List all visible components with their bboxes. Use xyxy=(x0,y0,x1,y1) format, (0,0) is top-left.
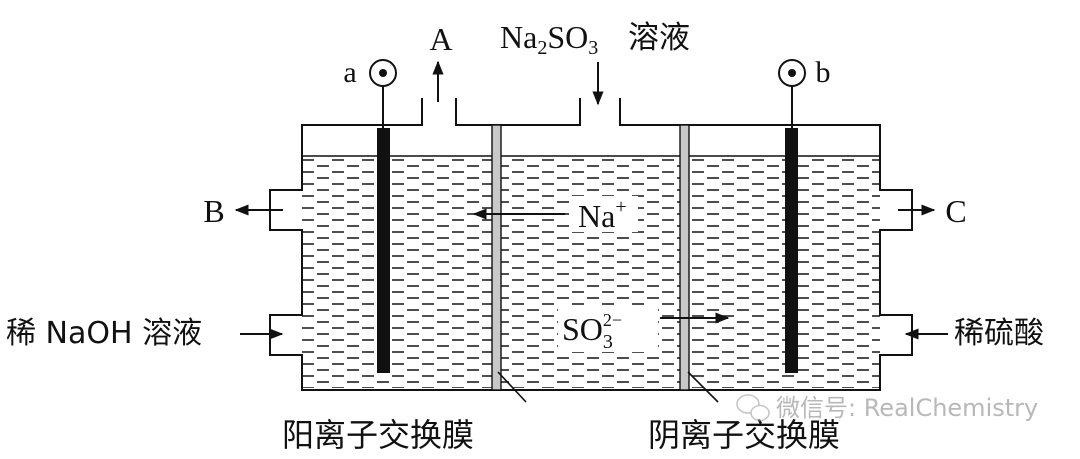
electrode-b-label: b xyxy=(816,56,831,89)
outlet-c-label: C xyxy=(945,193,966,229)
cation-label-bg xyxy=(572,196,638,232)
watermark-text: 微信号: RealChemistry xyxy=(776,394,1038,422)
outlet-b-label: B xyxy=(203,193,224,229)
electrode-b xyxy=(785,128,798,373)
wechat-icon xyxy=(736,394,770,422)
anion-membrane-leader xyxy=(687,371,719,403)
electrode-a-label: a xyxy=(343,56,356,89)
sulfite-inlet-label: Na2SO3 xyxy=(500,19,598,59)
anion-label-bg xyxy=(558,306,658,352)
cation-label: Na+ xyxy=(578,196,627,234)
tank-outline xyxy=(269,98,913,391)
anion-exchange-membrane xyxy=(679,124,690,391)
anion-membrane-label: 阴离子交换膜 xyxy=(648,416,840,454)
outlet-a-label: A xyxy=(429,21,452,57)
acid-inlet-label: 稀硫酸 xyxy=(954,316,1044,351)
terminal-b-icon xyxy=(778,59,806,87)
cation-membrane-leader xyxy=(497,371,527,403)
cation-membrane-label: 阳离子交换膜 xyxy=(282,416,474,454)
sulfite-inlet-suffix: 溶液 xyxy=(628,20,690,56)
naoh-inlet-label: 稀 NaOH 溶液 xyxy=(6,316,202,351)
cation-exchange-membrane xyxy=(491,124,502,391)
anion-label: SO32− xyxy=(562,310,622,353)
electrode-a xyxy=(377,128,390,373)
terminal-a-icon xyxy=(369,59,397,87)
